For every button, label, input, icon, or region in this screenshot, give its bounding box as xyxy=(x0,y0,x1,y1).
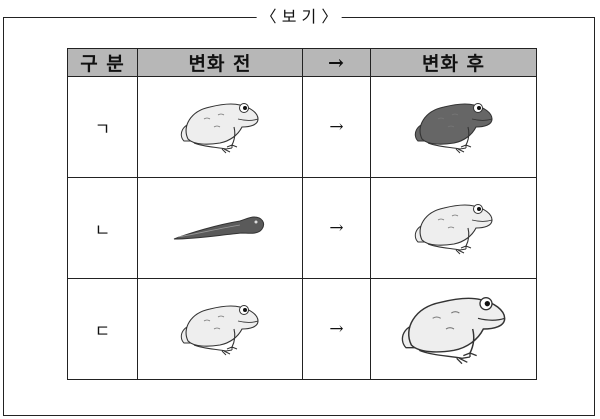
header-before: 변화 전 xyxy=(137,48,303,77)
after-cell xyxy=(370,278,537,380)
table-header-row: 구 분 변화 전 → 변화 후 xyxy=(67,48,537,77)
row-arrow: → xyxy=(302,76,371,178)
example-box: 〈 보 기 〉 xyxy=(3,6,595,416)
header-after: 변화 후 xyxy=(370,48,537,77)
before-cell xyxy=(137,76,303,178)
before-cell xyxy=(137,278,303,380)
dark-frog-icon xyxy=(414,102,493,154)
frog-icon xyxy=(180,304,259,356)
header-category: 구 분 xyxy=(67,48,138,77)
comparison-table: 구 분 변화 전 → 변화 후 ㄱ → ㄴ xyxy=(67,48,537,380)
frog-icon xyxy=(180,102,259,154)
table-row: ㄴ → xyxy=(67,177,537,279)
after-cell xyxy=(370,76,537,178)
header-arrow: → xyxy=(302,48,371,77)
frog-icon xyxy=(414,203,493,255)
row-arrow: → xyxy=(302,278,371,380)
table-row: ㄱ → xyxy=(67,76,537,178)
row-label: ㄱ xyxy=(67,76,138,178)
before-cell xyxy=(137,177,303,279)
row-arrow: → xyxy=(302,177,371,279)
row-label: ㄷ xyxy=(67,278,138,380)
large-frog-icon xyxy=(401,296,505,365)
row-label: ㄴ xyxy=(67,177,138,279)
table-row: ㄷ → xyxy=(67,278,537,380)
tadpole-icon xyxy=(173,216,265,240)
example-box-title: 〈 보 기 〉 xyxy=(256,6,342,28)
after-cell xyxy=(370,177,537,279)
